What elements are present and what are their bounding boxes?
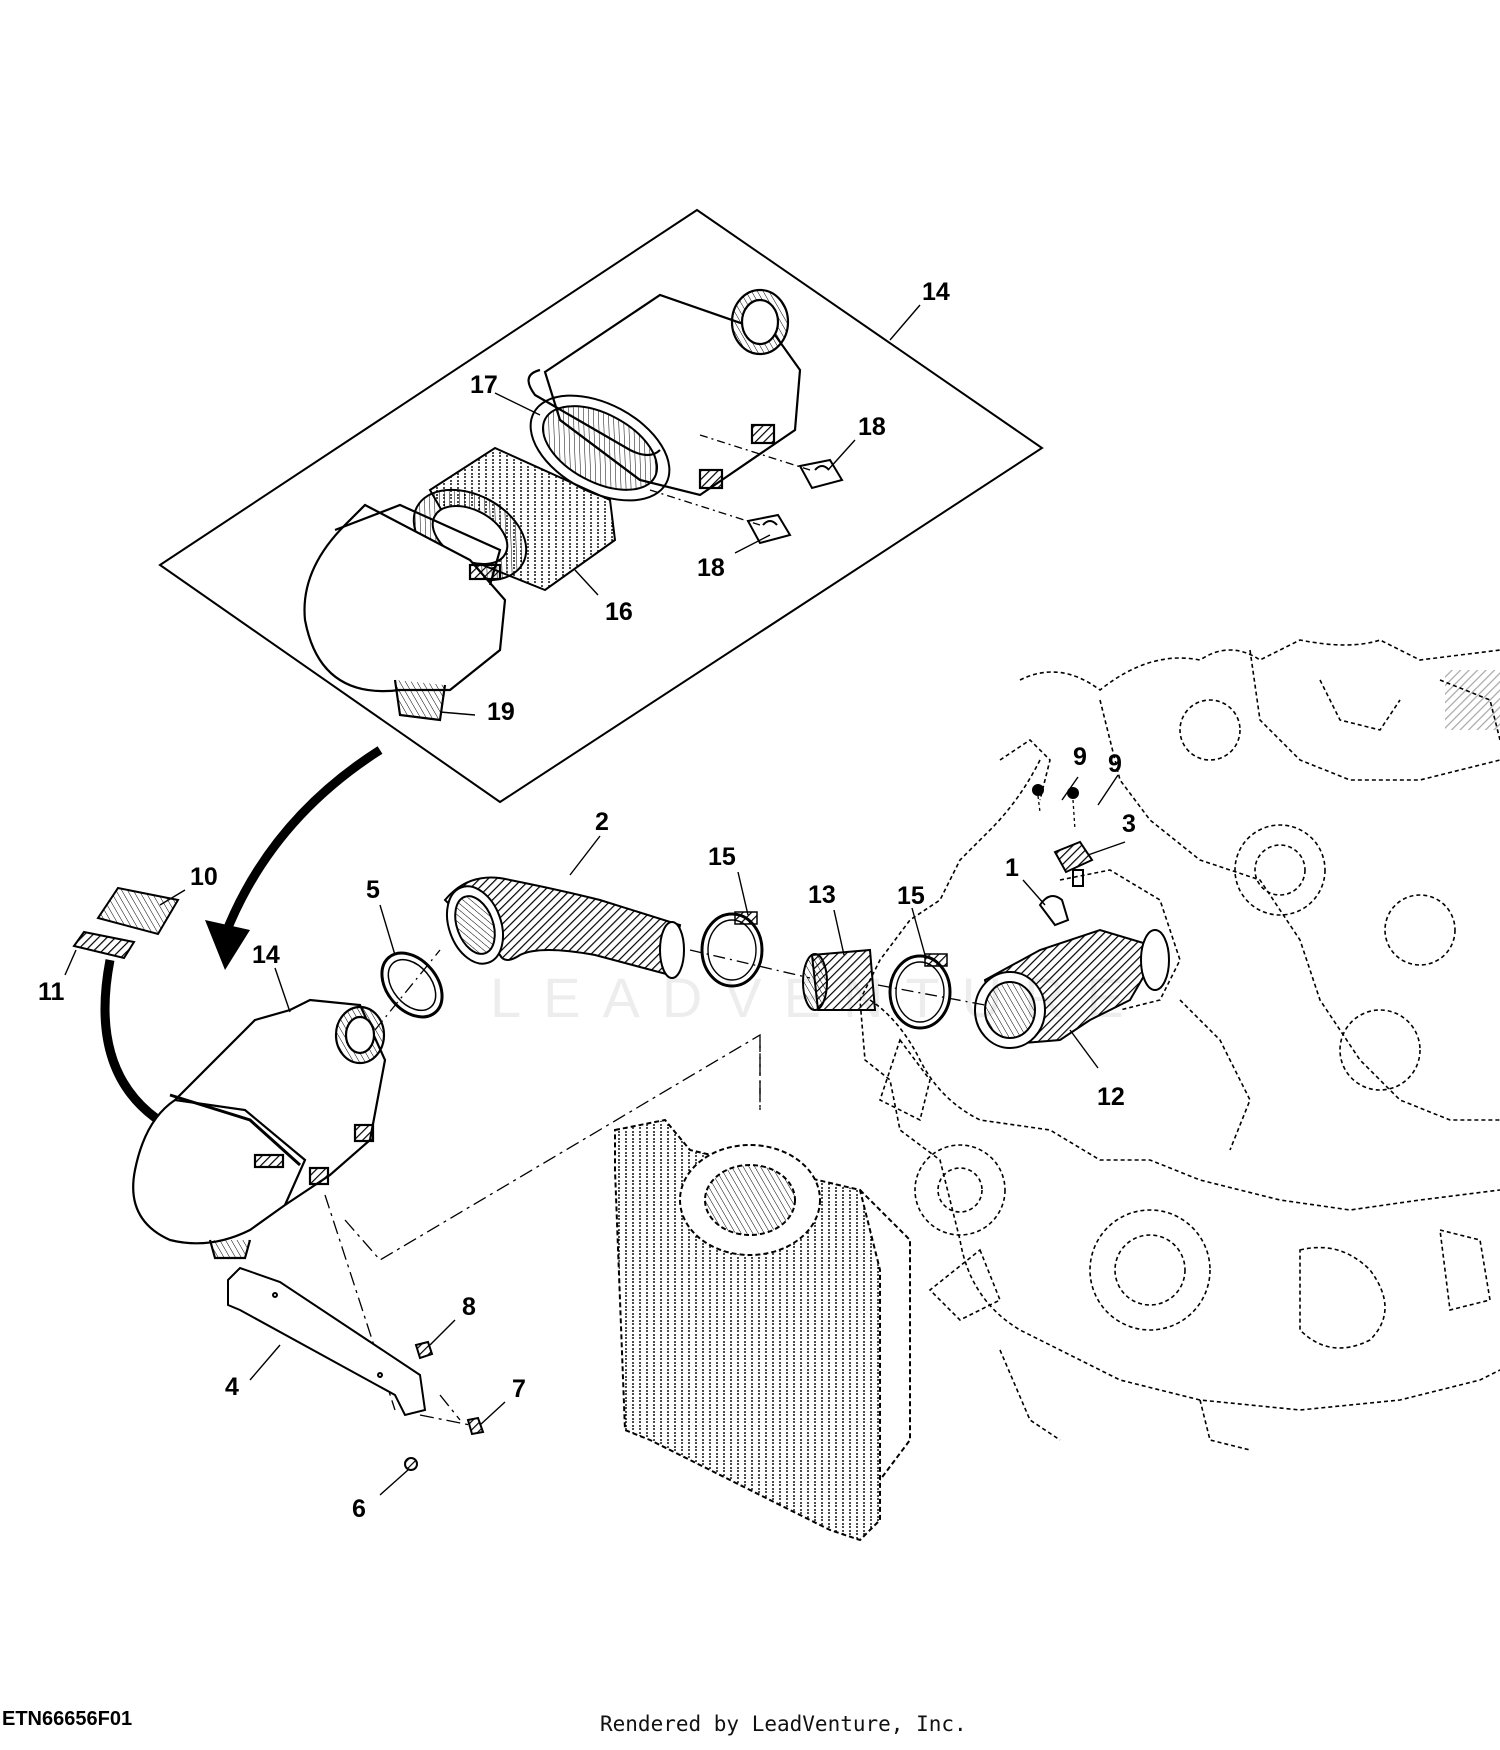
decal-10 — [96, 886, 180, 936]
engine-intake-shading — [1445, 670, 1500, 730]
callout-9-left: 9 — [1073, 743, 1087, 771]
callout-11: 11 — [38, 978, 65, 1006]
decal-11 — [72, 930, 136, 960]
callout-14-housing: 14 — [252, 941, 280, 969]
callout-1: 1 — [1005, 854, 1019, 882]
nut-6 — [404, 1457, 418, 1471]
air-cleaner-kit-box — [158, 208, 1044, 804]
radiator — [614, 1118, 911, 1542]
callout-10: 10 — [190, 863, 218, 891]
elbow-hose — [974, 928, 1170, 1049]
callout-14-kit: 14 — [922, 278, 950, 306]
callout-2: 2 — [595, 808, 609, 836]
render-footer: Rendered by LeadVenture, Inc. — [600, 1712, 967, 1736]
mounting-bracket — [227, 1266, 427, 1417]
seal-ring — [529, 394, 671, 502]
callout-3: 3 — [1122, 810, 1136, 838]
callout-17: 17 — [470, 371, 498, 399]
air-cleaner-cover — [303, 503, 507, 722]
kit-to-housing-arrow — [205, 746, 383, 970]
nut-8 — [414, 1340, 434, 1360]
callout-19: 19 — [487, 698, 515, 726]
callout-8: 8 — [462, 1293, 476, 1321]
kit-leader-lines — [439, 304, 921, 716]
callout-18-right: 18 — [858, 413, 886, 441]
callout-5: 5 — [366, 876, 380, 904]
air-cleaner-assembly — [132, 998, 387, 1260]
bolt-7 — [466, 1416, 485, 1436]
mounting-centerline — [324, 1033, 761, 1426]
callout-15-right: 15 — [897, 882, 925, 910]
callout-labels: 14 17 18 18 16 19 2 9 9 3 1 15 13 15 5 1… — [38, 278, 1136, 1523]
callout-7: 7 — [512, 1375, 526, 1403]
callout-15-left: 15 — [708, 843, 736, 871]
callout-6: 6 — [352, 1495, 366, 1523]
callout-18-left: 18 — [697, 554, 725, 582]
hose-clamp-5 — [380, 951, 444, 1019]
air-sensor — [1053, 840, 1094, 887]
callout-13: 13 — [808, 881, 836, 909]
hose-clamp-15a — [700, 911, 764, 988]
callout-12: 12 — [1097, 1083, 1125, 1111]
figure-id: ETN66656F01 — [2, 1708, 133, 1730]
leader-lines — [64, 774, 1126, 1496]
engine-phantom — [859, 639, 1500, 1451]
callout-16: 16 — [605, 598, 633, 626]
clip-nut-18b — [746, 513, 792, 545]
hose-clamp-15b — [888, 953, 952, 1030]
callout-9-right: 9 — [1108, 750, 1122, 778]
kit-centerlines — [649, 434, 811, 526]
connector-tube — [802, 948, 877, 1011]
air-intake-hose — [443, 876, 685, 979]
clip-nut-18a — [798, 458, 844, 490]
watermark: LEADVENTURE — [490, 966, 1146, 1029]
screw-9b — [1067, 787, 1079, 831]
clip-1 — [1038, 895, 1070, 927]
callout-4: 4 — [225, 1373, 239, 1401]
